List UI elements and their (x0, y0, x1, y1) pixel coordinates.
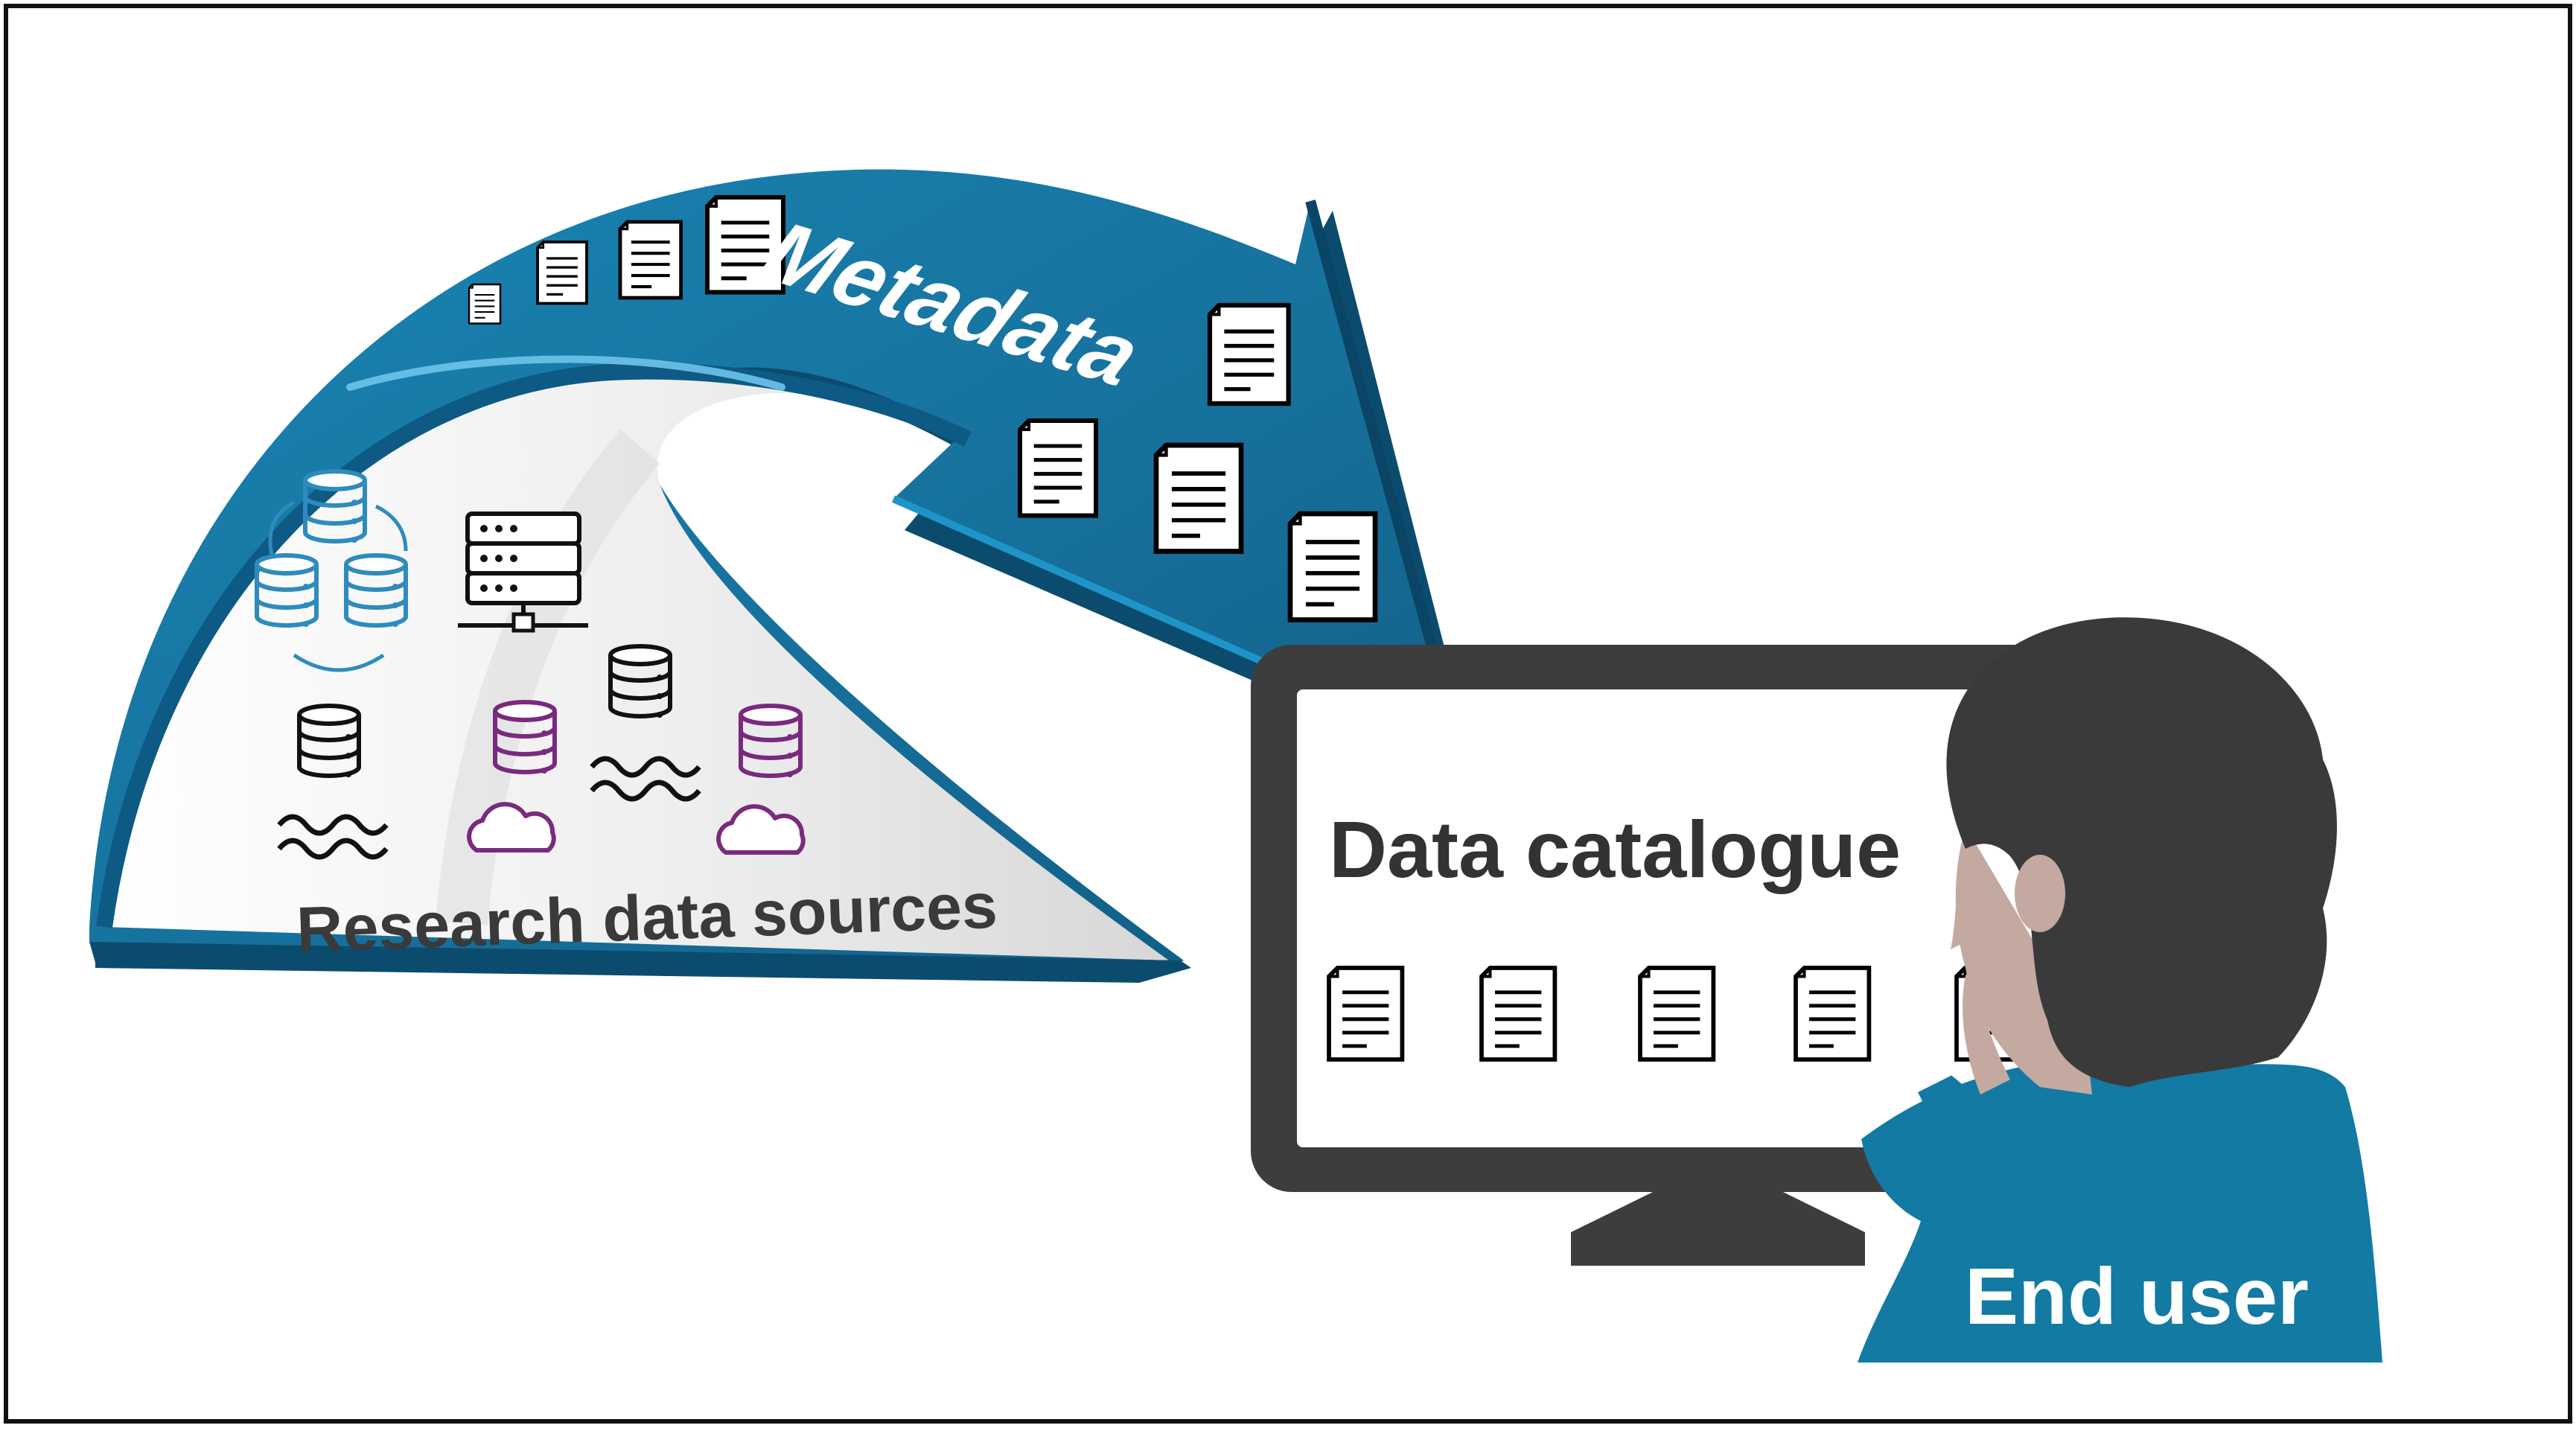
document-icon (468, 283, 502, 325)
document-icon (1482, 968, 1555, 1059)
user-ear (2015, 855, 2065, 932)
database-sync-icon (257, 471, 406, 672)
document-icon (1640, 968, 1713, 1059)
document-icon (1156, 445, 1241, 552)
document-icon (1290, 514, 1375, 620)
server-network-icon (458, 511, 588, 633)
user-label: End user (1965, 1251, 2309, 1341)
user-icon (1858, 617, 2382, 1363)
document-icon (1020, 421, 1096, 516)
data-source-icons (257, 471, 803, 857)
catalogue-label: Data catalogue (1329, 804, 1901, 894)
user-hair (1946, 617, 2337, 1087)
document-icon (620, 222, 681, 298)
document-icon (1796, 968, 1869, 1059)
document-icon (1329, 968, 1402, 1059)
user-shirt (1858, 1058, 2382, 1363)
monitor-stand (1571, 1192, 1865, 1266)
document-icon (536, 240, 588, 305)
document-icon (1210, 305, 1289, 404)
